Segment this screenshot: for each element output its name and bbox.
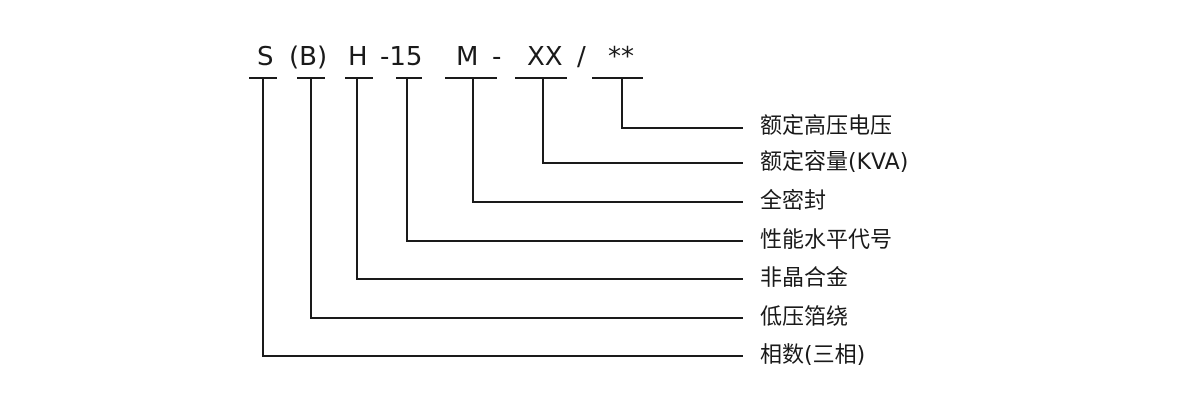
leader-phase xyxy=(262,78,743,357)
code-s: S xyxy=(257,42,274,72)
code-dash: - xyxy=(492,42,502,72)
label-foil: 低压箔绕 xyxy=(760,305,849,330)
leader-amorphous xyxy=(356,78,743,280)
code-xx: XX xyxy=(527,42,563,72)
code-stars: ** xyxy=(608,42,634,72)
code-m: M xyxy=(456,42,479,72)
code-slash: / xyxy=(577,42,586,72)
label-capacity: 额定容量(KVA) xyxy=(760,150,909,175)
leader-capacity xyxy=(542,78,743,164)
label-high-voltage: 额定高压电压 xyxy=(760,114,893,139)
label-sealed: 全密封 xyxy=(760,189,827,214)
label-amorphous: 非晶合金 xyxy=(760,266,849,291)
code-h: H xyxy=(348,42,368,72)
label-phase: 相数(三相) xyxy=(760,343,866,368)
leader-sealed xyxy=(472,78,743,203)
code-15: -15 xyxy=(380,42,423,72)
code-b: (B) xyxy=(289,42,328,72)
leader-performance xyxy=(406,78,743,242)
leader-high-voltage xyxy=(621,78,743,129)
label-performance: 性能水平代号 xyxy=(760,228,893,253)
leader-foil xyxy=(310,78,743,319)
